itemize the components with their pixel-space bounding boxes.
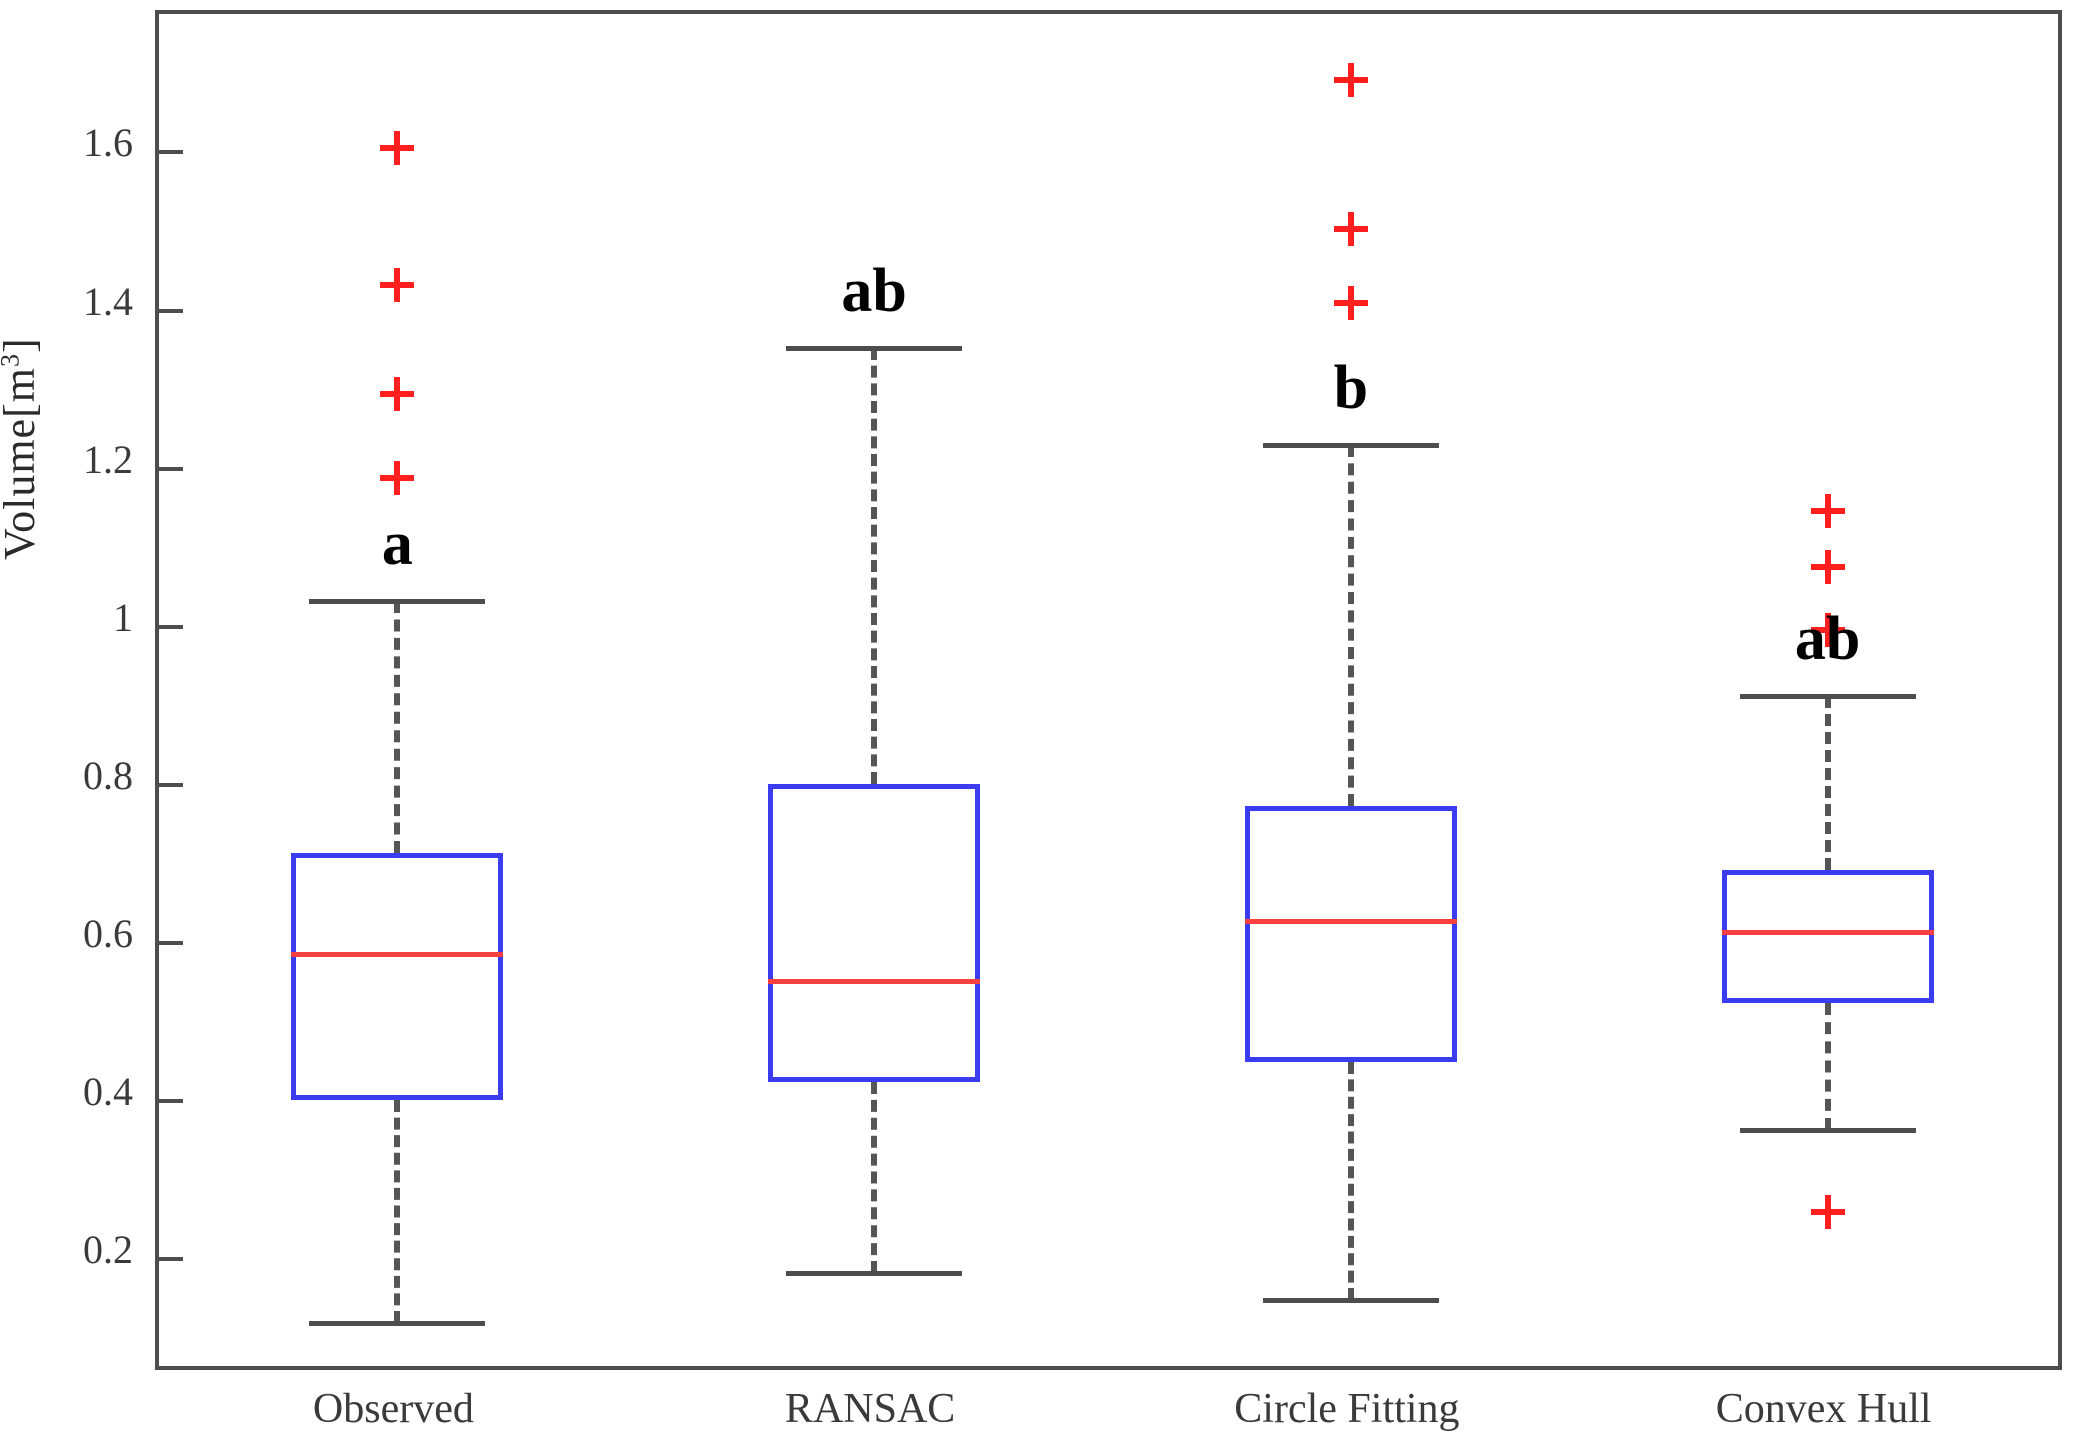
box-iqr[interactable] [1244, 806, 1457, 1062]
y-tick-label: 0.4 [83, 1069, 133, 1115]
y-tick-mark [159, 1099, 183, 1104]
outlier-marker[interactable] [380, 131, 415, 166]
y-tick-mark [159, 941, 183, 946]
whisker-cap-upper [786, 346, 963, 352]
y-tick-label: 1.4 [83, 278, 133, 324]
outlier-marker[interactable] [1333, 212, 1368, 247]
whisker-lower [1824, 1003, 1831, 1130]
boxplot-item[interactable]: ab [159, 14, 2058, 1366]
median-line [1244, 918, 1457, 924]
outlier-marker[interactable] [1333, 62, 1368, 97]
plot-frame: a ab b ab [155, 10, 2062, 1370]
whisker-lower [1347, 1061, 1354, 1301]
box-iqr[interactable] [1721, 870, 1934, 1004]
whisker-lower [871, 1082, 878, 1273]
y-axis-title-exponent: 3 [0, 353, 24, 367]
whisker-upper [1347, 444, 1354, 807]
box-iqr[interactable] [768, 784, 981, 1083]
whisker-cap-lower [786, 1270, 963, 1276]
y-tick-label: 0.8 [83, 752, 133, 798]
boxplot-item[interactable]: b [159, 14, 2058, 1366]
outlier-marker[interactable] [1810, 494, 1845, 529]
significance-letter: ab [841, 257, 907, 326]
median-line [291, 952, 504, 958]
y-tick-label: 1.6 [83, 120, 133, 166]
whisker-cap-lower [309, 1320, 486, 1326]
whisker-cap-upper [309, 599, 486, 605]
y-tick-mark [159, 150, 183, 155]
y-tick-label: 0.2 [83, 1227, 133, 1273]
x-tick-label: Observed [312, 1386, 474, 1432]
significance-letter: ab [1794, 604, 1861, 673]
boxplot-item[interactable]: a [159, 14, 2058, 1366]
y-tick-label: 1 [113, 594, 133, 640]
whisker-lower [394, 1099, 401, 1323]
significance-letter: a [381, 510, 413, 579]
x-tick-label: RANSAC [784, 1386, 956, 1432]
outlier-marker[interactable] [1810, 1194, 1845, 1229]
whisker-upper [871, 348, 878, 785]
y-tick-mark [159, 466, 183, 471]
y-tick-mark [159, 308, 183, 313]
y-axis-title: Volume[m3] [0, 140, 45, 560]
whisker-cap-lower [1262, 1298, 1439, 1304]
whisker-cap-lower [1739, 1127, 1916, 1133]
whisker-cap-upper [1262, 442, 1439, 448]
box-iqr[interactable] [291, 852, 504, 1100]
significance-letter: b [1333, 353, 1369, 422]
y-tick-mark [159, 624, 183, 629]
outlier-marker[interactable] [1810, 549, 1845, 584]
y-tick-label: 0.6 [83, 911, 133, 957]
y-tick-mark [159, 1257, 183, 1262]
outlier-marker[interactable] [380, 461, 415, 496]
whisker-cap-upper [1739, 693, 1916, 699]
outlier-marker[interactable] [380, 268, 415, 303]
y-axis-title-close: ] [0, 337, 44, 353]
median-line [768, 979, 981, 985]
x-tick-label: Convex Hull [1715, 1386, 1932, 1432]
boxplot-item[interactable]: ab [159, 14, 2058, 1366]
y-tick-label: 1.2 [83, 436, 133, 482]
outlier-marker[interactable] [1333, 286, 1368, 321]
whisker-upper [394, 601, 401, 853]
outlier-marker[interactable] [1810, 612, 1845, 647]
outlier-marker[interactable] [380, 377, 415, 412]
whisker-upper [1824, 695, 1831, 871]
y-tick-mark [159, 782, 183, 787]
x-tick-label: Circle Fitting [1234, 1386, 1460, 1432]
median-line [1721, 930, 1934, 935]
